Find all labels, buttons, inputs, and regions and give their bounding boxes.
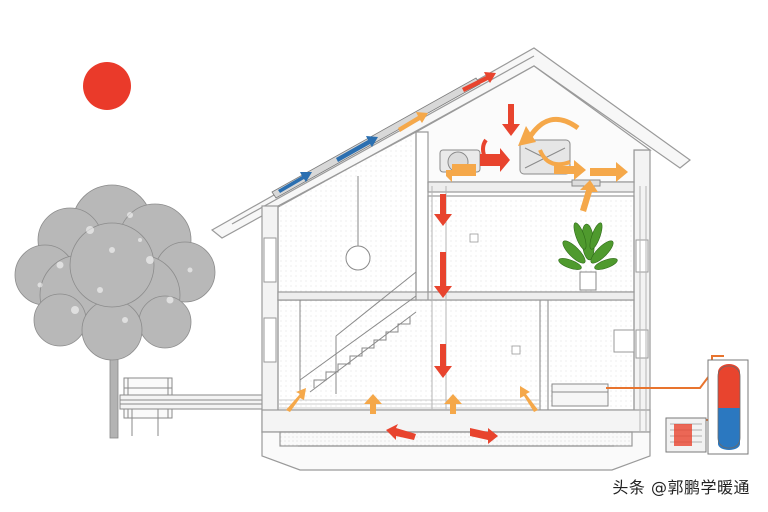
water-tank-icon [707,359,749,455]
warm-air-arrows [386,72,520,444]
wall-sockets [469,233,521,355]
watermark: 头条 @郭鹏学暖通 [608,472,754,500]
sun-icon [83,62,131,110]
deck [119,377,273,436]
staircase [299,271,417,398]
windows [263,237,649,363]
fresh-air-arrows [286,112,628,414]
pendant-lamp [345,176,371,271]
tree-icon [14,184,216,439]
plant-icon [558,222,618,291]
floor-heating-pipes [278,399,540,409]
cabinet [551,383,609,407]
heat-pump-icon [665,417,707,453]
cool-air-arrows [278,136,378,193]
